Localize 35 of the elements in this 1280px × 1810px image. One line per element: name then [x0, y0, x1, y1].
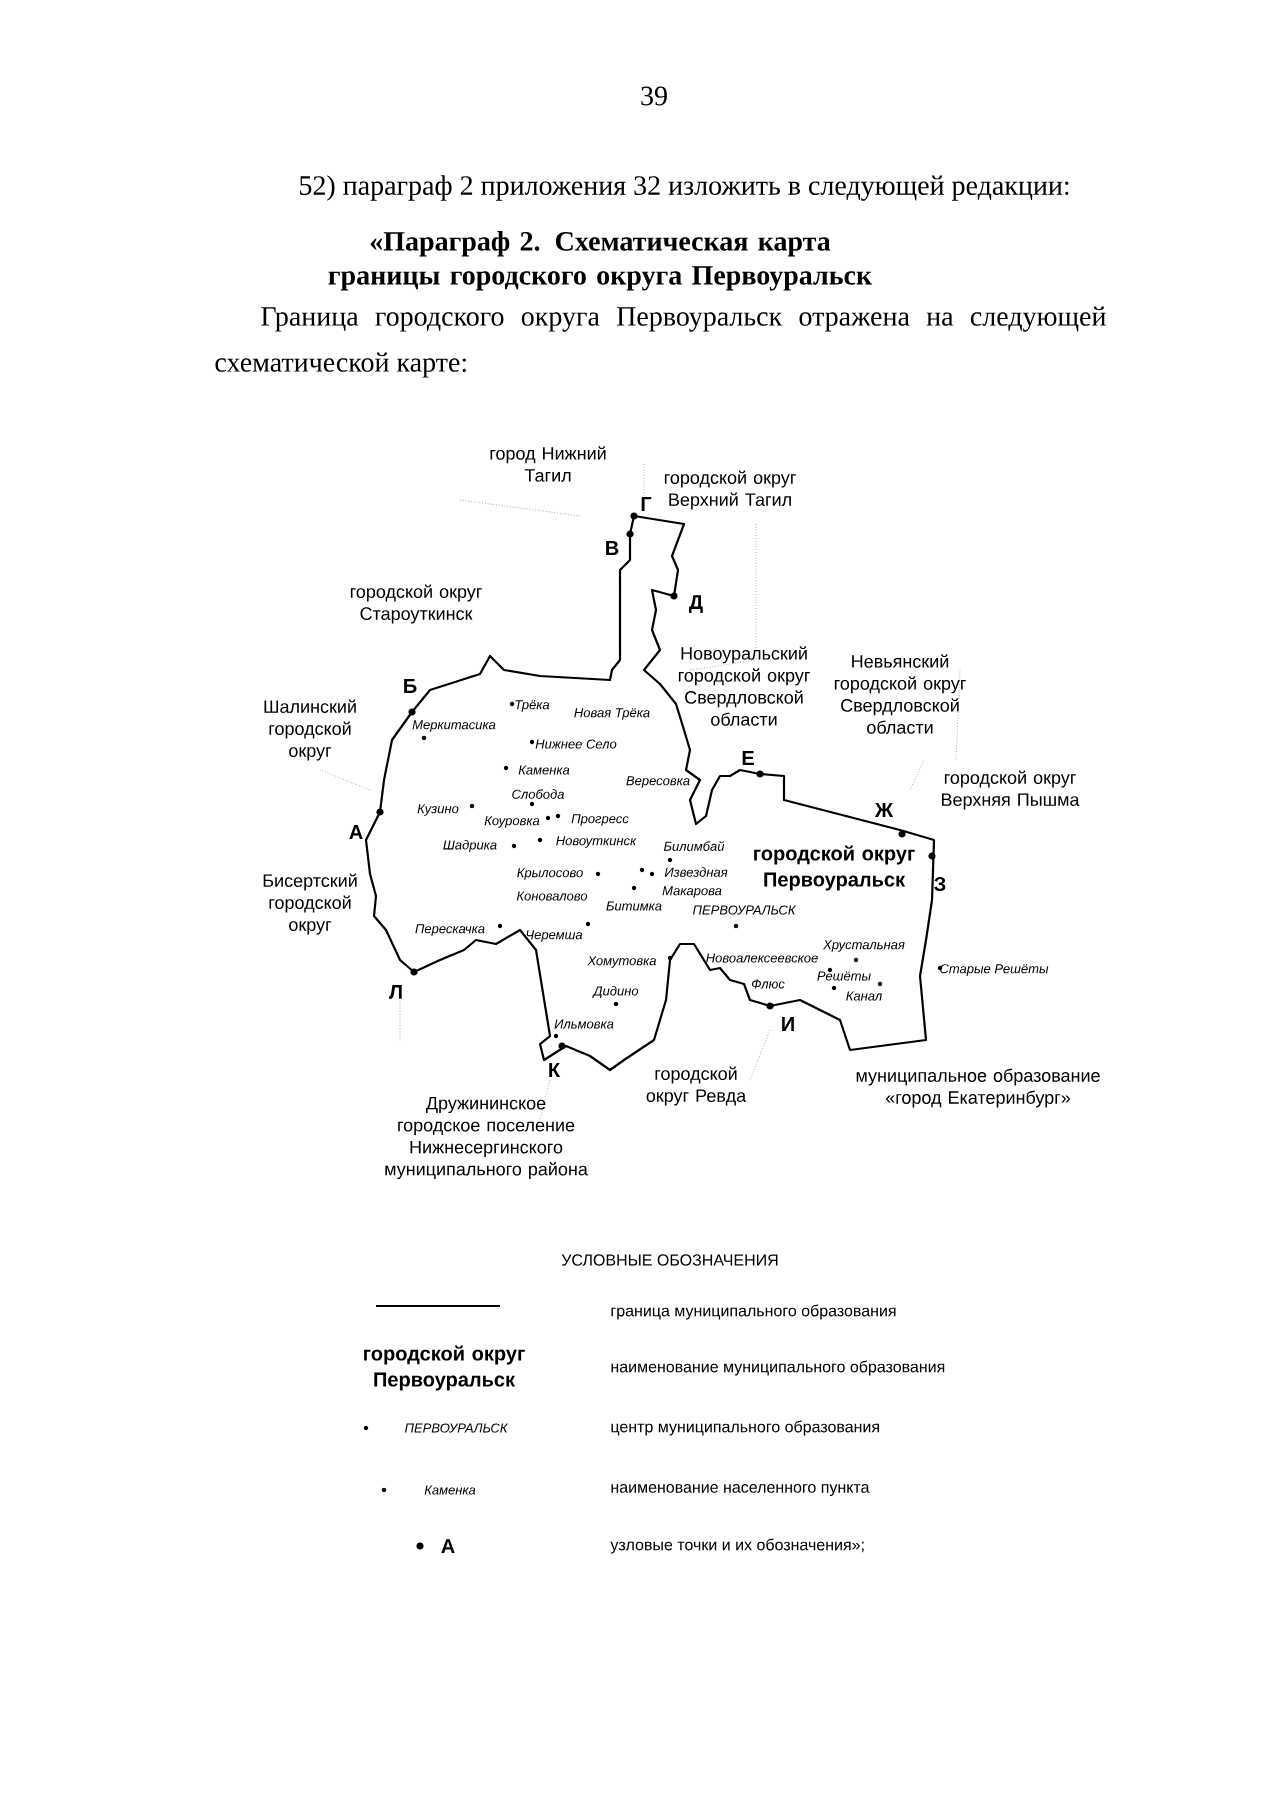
legend-text: центр муниципального образования: [611, 1420, 879, 1436]
node-letter: И: [782, 1017, 794, 1031]
page-number: 39: [641, 86, 667, 106]
legend-text: наименование населенного пункта: [611, 1484, 870, 1496]
paragraph: 52) параграф 2 приложения 32 изложить в следующей редакции:: [300, 175, 1069, 201]
node-letter: А: [441, 1539, 455, 1553]
region-name: Бисертский городской округ: [263, 873, 357, 935]
paragraph: Граница городского округа Первоуральск отражена на следующей схематической карте:: [215, 306, 1106, 378]
legend-title: УСЛОВНЫЕ ОБОЗНАЧЕНИЯ: [561, 1254, 778, 1266]
node-letter: В: [606, 541, 619, 555]
node-letter: Б: [404, 679, 417, 693]
region-name: городской округ Верхняя Пышма: [942, 770, 1080, 810]
municipality-name: городской округ Первоуральск: [754, 845, 915, 891]
legend-text: наименование муниципального образования: [611, 1360, 945, 1376]
node-letter: Л: [389, 985, 402, 999]
node-letter: З: [934, 876, 946, 892]
node-letter: Г: [641, 497, 652, 511]
region-name: Невьянский городской округ Свердловской области: [834, 654, 966, 734]
region-name: городской округ Староуткинск: [350, 584, 482, 624]
node-letter: Д: [689, 595, 703, 613]
node-letter: Ж: [874, 803, 894, 817]
region-name: Новоуральский городской округ Свердловской области: [678, 646, 810, 726]
legend-text: граница муниципального образования: [611, 1304, 896, 1320]
node-letter: Е: [742, 751, 754, 765]
legend-text: узловые точки и их обозначения»;: [610, 1538, 864, 1554]
region-name: Шалинский городской округ: [264, 699, 356, 761]
region-name: городской округ Ревда: [646, 1066, 747, 1106]
municipality-name: городской округ Первоуральск: [364, 1345, 525, 1391]
heading: «Параграф 2. Схематическая карта границы городского округа Первоуральск: [328, 231, 873, 291]
node-letter: К: [549, 1063, 561, 1077]
node-letter: А: [349, 825, 363, 839]
region-name: муниципальное образование «город Екатеринбург»: [856, 1068, 1100, 1108]
region-name: городской округ Верхний Тагил: [664, 470, 796, 510]
region-name: Дружининское городское поселение Нижнесергинского муниципального района: [385, 1096, 588, 1180]
region-name: город Нижний Тагил: [490, 446, 606, 482]
